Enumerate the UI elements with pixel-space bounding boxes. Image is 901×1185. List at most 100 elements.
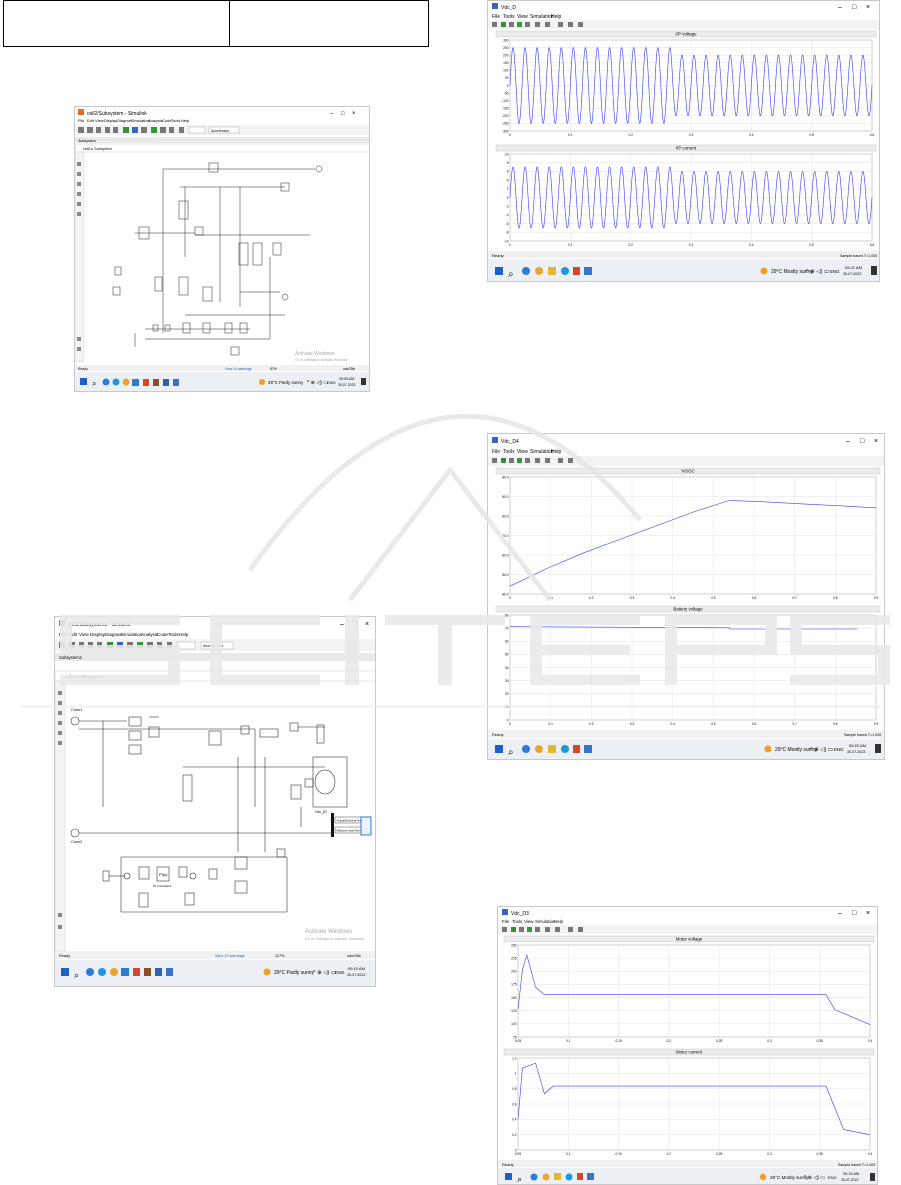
- menu-display[interactable]: Display: [104, 118, 117, 123]
- matlab-taskbar-icon[interactable]: [133, 968, 140, 976]
- app-icon[interactable]: [163, 379, 169, 386]
- menu-view[interactable]: View: [517, 449, 528, 455]
- close-button[interactable]: ×: [866, 4, 870, 11]
- menu-edit[interactable]: Edit: [69, 632, 78, 637]
- maximize-button[interactable]: □: [852, 910, 857, 917]
- app-icon[interactable]: [584, 267, 592, 275]
- search-icon[interactable]: ⌕: [517, 1174, 522, 1184]
- mode-select[interactable]: [208, 126, 240, 134]
- app-icon[interactable]: [121, 968, 129, 976]
- tab-subsystem[interactable]: Subsystem: [78, 139, 96, 143]
- menu-tools[interactable]: Tools: [168, 632, 179, 637]
- language-indicator[interactable]: ENG: [327, 380, 336, 385]
- minimize-button[interactable]: –: [340, 621, 344, 628]
- tray-icons[interactable]: ^ ⊕ ◁) ▭: [804, 1175, 825, 1181]
- language-indicator[interactable]: ENG: [335, 970, 345, 975]
- menu-code[interactable]: Code: [162, 118, 172, 123]
- chrome-icon[interactable]: [535, 267, 543, 275]
- menu-view[interactable]: View: [79, 632, 90, 637]
- folder-icon[interactable]: [548, 745, 556, 753]
- browser-icon[interactable]: [98, 968, 106, 976]
- chrome-icon[interactable]: [122, 378, 130, 386]
- tray-icons[interactable]: ^ ⊕ ◁) ▭: [307, 380, 328, 386]
- chrome-icon[interactable]: [535, 745, 543, 753]
- status-warnings[interactable]: View 10 warnings: [215, 954, 245, 958]
- edge-icon[interactable]: [522, 745, 530, 753]
- folder-icon[interactable]: [554, 1173, 561, 1180]
- app-icon[interactable]: [155, 968, 162, 976]
- notification-icon[interactable]: [870, 1173, 875, 1181]
- matlab-taskbar-icon[interactable]: [573, 267, 580, 275]
- language-indicator[interactable]: ENG: [830, 269, 840, 274]
- edge-icon[interactable]: [86, 968, 94, 976]
- matlab-taskbar-icon[interactable]: [573, 745, 580, 753]
- minimize-button[interactable]: –: [838, 4, 842, 11]
- browser-icon[interactable]: [561, 745, 569, 753]
- menu-help[interactable]: Help: [179, 632, 189, 637]
- breadcrumb[interactable]: cell2 ▸ Subsystem: [83, 147, 112, 151]
- tray-icons[interactable]: ^ ⊕ ◁) ▭: [810, 747, 834, 753]
- menu-display[interactable]: Display: [90, 632, 106, 637]
- menu-simulation[interactable]: Simulation: [131, 118, 150, 123]
- edge-icon[interactable]: [102, 378, 110, 386]
- menu-analysis[interactable]: Analysis: [148, 118, 163, 123]
- menu-tools[interactable]: Tools: [512, 919, 523, 924]
- search-icon[interactable]: ⌕: [508, 747, 514, 758]
- stop-time-input[interactable]: [176, 641, 196, 650]
- edge-icon[interactable]: [522, 267, 530, 275]
- language-indicator[interactable]: ENG: [834, 747, 844, 752]
- menu-help[interactable]: Help: [551, 14, 562, 20]
- notification-icon[interactable]: [361, 378, 366, 385]
- search-icon[interactable]: ⌕: [92, 379, 96, 388]
- breadcrumb[interactable]: cell2 ▸ Subsystem1: [65, 674, 102, 679]
- tray-icons[interactable]: ^ ⊕ ◁) ▭: [313, 970, 337, 976]
- start-icon[interactable]: [505, 1173, 512, 1180]
- app-icon[interactable]: [587, 1173, 594, 1180]
- close-button[interactable]: ×: [365, 621, 369, 628]
- browser-icon[interactable]: [561, 267, 569, 275]
- browser-icon[interactable]: [565, 1173, 573, 1181]
- language-indicator[interactable]: ENG: [828, 1175, 837, 1180]
- app-icon[interactable]: [173, 379, 179, 386]
- start-icon[interactable]: [495, 745, 503, 753]
- menu-help[interactable]: Help: [554, 919, 564, 924]
- status-warnings[interactable]: View 14 warnings: [225, 367, 252, 371]
- stop-time-input[interactable]: [188, 126, 206, 134]
- menu-simulation[interactable]: Simulation: [121, 632, 143, 637]
- minimize-button[interactable]: –: [330, 111, 334, 117]
- block-diagram[interactable]: [70, 716, 348, 913]
- menu-help[interactable]: Help: [181, 118, 190, 123]
- menu-view[interactable]: View: [95, 118, 104, 123]
- minimize-button[interactable]: –: [846, 438, 850, 445]
- menu-file[interactable]: File: [78, 118, 85, 123]
- menu-view[interactable]: View: [517, 14, 528, 20]
- menu-file[interactable]: File: [492, 14, 500, 20]
- menu-help[interactable]: Help: [551, 449, 562, 455]
- notification-icon[interactable]: [875, 744, 881, 753]
- app-icon[interactable]: [166, 968, 173, 976]
- close-button[interactable]: ×: [352, 111, 356, 117]
- menu-file[interactable]: File: [59, 632, 67, 637]
- app-icon[interactable]: [584, 745, 592, 753]
- menu-tools[interactable]: Tools: [503, 449, 515, 455]
- matlab-taskbar-icon[interactable]: [577, 1173, 583, 1180]
- edge-icon[interactable]: [530, 1173, 538, 1181]
- app-icon[interactable]: [153, 379, 159, 386]
- folder-icon[interactable]: [548, 267, 556, 275]
- menu-file[interactable]: File: [502, 919, 510, 924]
- search-icon[interactable]: ⌕: [74, 970, 79, 980]
- selected-scope-block[interactable]: [360, 816, 372, 836]
- menu-diagram[interactable]: Diagram: [105, 632, 123, 637]
- maximize-button[interactable]: □: [860, 438, 865, 445]
- maximize-button[interactable]: □: [341, 111, 345, 117]
- menu-simulation[interactable]: Simulation: [530, 14, 554, 20]
- start-icon[interactable]: [495, 267, 503, 275]
- menu-tools[interactable]: Tools: [503, 14, 515, 20]
- search-icon[interactable]: ⌕: [508, 269, 514, 280]
- notification-icon[interactable]: [871, 266, 877, 275]
- matlab-taskbar-icon[interactable]: [143, 379, 149, 386]
- menu-analysis[interactable]: Analysis: [141, 632, 159, 637]
- browser-icon[interactable]: [112, 378, 120, 386]
- close-button[interactable]: ×: [866, 910, 870, 917]
- start-icon[interactable]: [80, 378, 87, 385]
